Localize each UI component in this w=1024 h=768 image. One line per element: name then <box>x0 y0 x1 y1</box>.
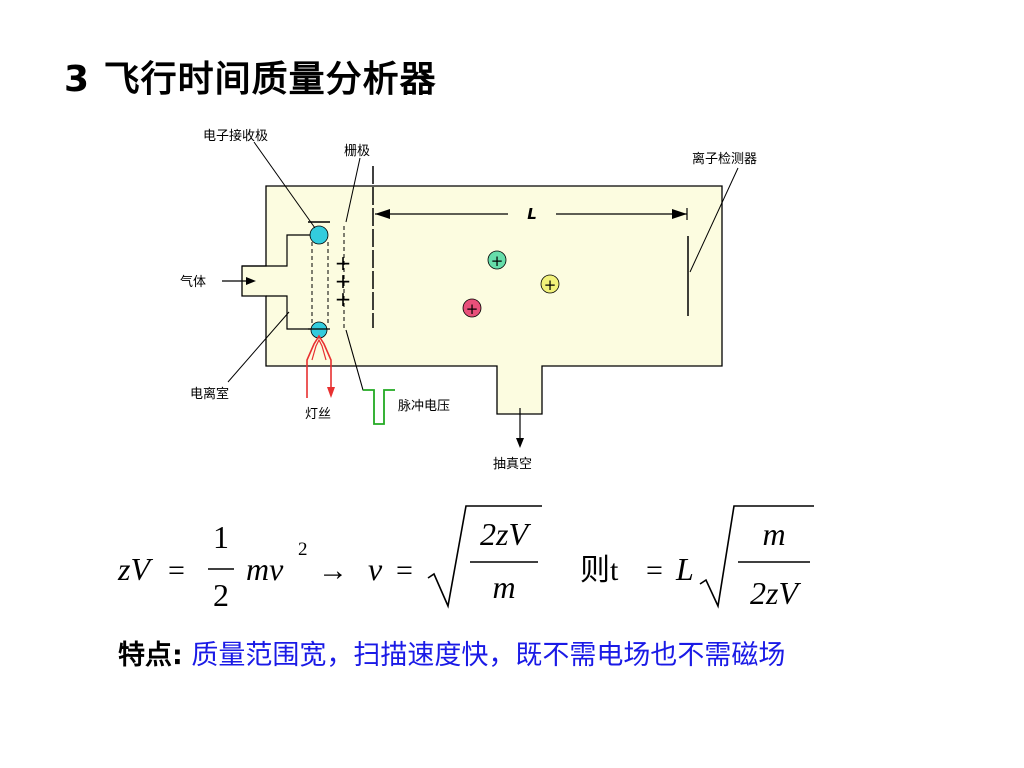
label-grid: 栅极 <box>344 144 370 159</box>
plus-sign-3: + <box>335 287 352 311</box>
formula-sqrt2-num: m <box>762 516 785 552</box>
filament-inner <box>311 338 327 361</box>
formula-eq-3: = <box>646 554 663 587</box>
page-title: 3 飞行时间质量分析器 <box>64 59 437 100</box>
formula-sup2: 2 <box>298 539 308 560</box>
leader-electron-plate <box>253 141 316 229</box>
tof-diagram: + + + L + + + 电子接收极 栅极 离子检测器 气体 电离室 灯丝 脉… <box>180 128 757 472</box>
label-pulse-voltage: 脉冲电压 <box>398 399 450 414</box>
formula-sqrt1-den: m <box>492 569 515 605</box>
formula-arrow: → <box>318 554 348 587</box>
formula-sqrt-2 <box>699 505 814 609</box>
ion-red <box>462 298 482 318</box>
plus-sign-2: + <box>335 269 352 293</box>
ionization-chamber-wall <box>266 234 314 330</box>
ion-green-plus: + <box>491 252 504 270</box>
features-text: 质量范围宽，扫描速度快，既不需电场也不需磁场 <box>182 640 786 671</box>
vacuum-arrowhead <box>516 438 524 448</box>
ion-yellow <box>540 274 560 294</box>
tof-formula: zV = 1 2 mv 2 → v = 2zV m 则t = L m 2zV <box>117 505 814 613</box>
electron-ball-top <box>309 225 329 245</box>
formula-half-num: 1 <box>213 519 229 555</box>
length-arrowhead-right <box>672 209 687 219</box>
formula-eq-2: = <box>396 554 413 587</box>
ion-yellow-plus: + <box>544 276 557 294</box>
leader-ion-chamber <box>227 311 290 383</box>
pulse-waveform <box>363 389 395 425</box>
label-electron-plate: 电子接收极 <box>203 128 268 144</box>
label-ion-chamber: 电离室 <box>190 386 229 402</box>
formula-zV: zV <box>117 551 153 587</box>
formula-v: v <box>368 551 383 587</box>
formula-mv: mv <box>246 551 284 587</box>
formula-sqrt-1 <box>427 505 542 609</box>
ion-green <box>487 250 507 270</box>
features-label: 特点: <box>118 640 183 671</box>
features-paragraph: 特点: 质量范围宽，扫描速度快，既不需电场也不需磁场 <box>118 636 918 675</box>
plus-sign-1: + <box>335 251 352 275</box>
leader-grid <box>345 157 361 223</box>
length-arrowhead-left <box>375 209 390 219</box>
label-detector: 离子检测器 <box>692 151 757 167</box>
ion-red-plus: + <box>466 300 479 318</box>
label-vacuum: 抽真空 <box>493 457 532 472</box>
formula-then-t: 则t <box>580 554 619 587</box>
label-filament: 灯丝 <box>305 407 331 422</box>
filament-wire <box>306 334 332 398</box>
formula-L: L <box>675 551 694 587</box>
formula-eq-1: = <box>168 554 185 587</box>
formula-sqrt1-num: 2zV <box>480 516 531 552</box>
label-gas: 气体 <box>180 274 206 290</box>
leader-detector <box>689 167 739 273</box>
filament-arrowhead <box>327 387 335 398</box>
formula-half-den: 2 <box>213 577 229 613</box>
electron-ball-bottom <box>310 321 328 339</box>
length-label: L <box>527 205 537 223</box>
gas-arrowhead <box>246 277 256 285</box>
formula-sqrt2-den: 2zV <box>750 575 801 611</box>
chamber-body <box>241 185 723 415</box>
